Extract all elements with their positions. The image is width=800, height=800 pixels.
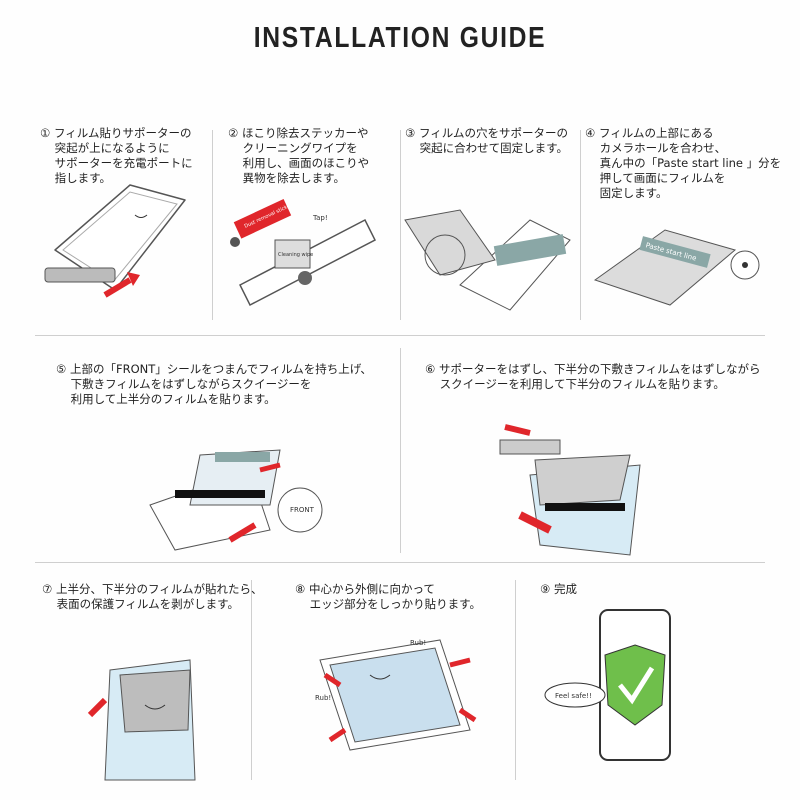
wipe-label: Cleaning wipe [278, 252, 313, 258]
step-5: ⑤ 上部の「FRONT」シールをつまんでフィルムを持ち上げ、 下敷きフィルムをは… [56, 362, 372, 407]
page-title: INSTALLATION GUIDE [253, 22, 547, 54]
step-6-illustration [499, 424, 641, 556]
divider [251, 580, 252, 780]
step-7: ⑦ 上半分、下半分のフィルムが貼れたら、 表面の保護フィルムを剥がします。 [42, 582, 263, 612]
step-text: ② ほこり除去ステッカーや クリーニングワイプを 利用し、画面のほこりや 異物を… [228, 126, 370, 185]
step-3: ③ フィルムの穴をサポーターの 突起に合わせて固定します。 [405, 126, 568, 156]
feel-safe-label: Feel safe!! [555, 692, 592, 700]
step-3-illustration [404, 209, 571, 311]
step-9-illustration: Feel safe!! [544, 609, 671, 761]
step-text: ⑥ サポーターをはずし、下半分の下敷きフィルムをはずしながら スクイージーを利用… [425, 362, 761, 391]
step-2: ② ほこり除去ステッカーや クリーニングワイプを 利用し、画面のほこりや 異物を… [228, 126, 369, 186]
step-1-illustration [44, 184, 186, 298]
step-text: ⑧ 中心から外側に向かって エッジ部分をしっかり貼ります。 [295, 582, 481, 611]
divider [580, 130, 581, 320]
divider [515, 580, 516, 780]
step-9: ⑨ 完成 [540, 582, 577, 597]
divider [212, 130, 213, 320]
divider [35, 335, 765, 336]
step-7-illustration [87, 659, 196, 781]
divider [35, 562, 765, 563]
step-text: ⑨ 完成 [540, 582, 577, 596]
step-text: ⑦ 上半分、下半分のフィルムが貼れたら、 表面の保護フィルムを剥がします。 [42, 582, 263, 611]
step-8: ⑧ 中心から外側に向かって エッジ部分をしっかり貼ります。 [295, 582, 481, 612]
divider [400, 130, 401, 320]
rub-label: Rub! [410, 639, 426, 647]
tap-label: Tap! [312, 214, 328, 222]
shield-icon [604, 644, 666, 726]
step-text: ③ フィルムの穴をサポーターの 突起に合わせて固定します。 [405, 126, 569, 155]
step-6: ⑥ サポーターをはずし、下半分の下敷きフィルムをはずしながら スクイージーを利用… [425, 362, 761, 392]
front-label: FRONT [290, 506, 315, 514]
step-text: ④ フィルムの上部にある カメラホールを合わせ、 真ん中の「Paste star… [585, 126, 782, 200]
step-4: ④ フィルムの上部にある カメラホールを合わせ、 真ん中の「Paste star… [585, 126, 781, 201]
step-2-illustration: Dust removal sticker Cleaning wipe Tap! [230, 199, 377, 307]
rub-label: Rub! [315, 694, 331, 702]
step-text: ⑤ 上部の「FRONT」シールをつまんでフィルムを持ち上げ、 下敷きフィルムをは… [56, 362, 372, 406]
step-4-illustration: Paste start line [593, 229, 760, 306]
divider [400, 348, 401, 553]
step-text: ① フィルム貼りサポーターの 突起が上になるように サポーターを充電ポートに 指… [40, 126, 193, 185]
step-1: ① フィルム貼りサポーターの 突起が上になるように サポーターを充電ポートに 指… [40, 126, 193, 186]
step-5-illustration: FRONT [149, 449, 323, 551]
step-8-illustration: Rub! Rub! [315, 639, 477, 751]
